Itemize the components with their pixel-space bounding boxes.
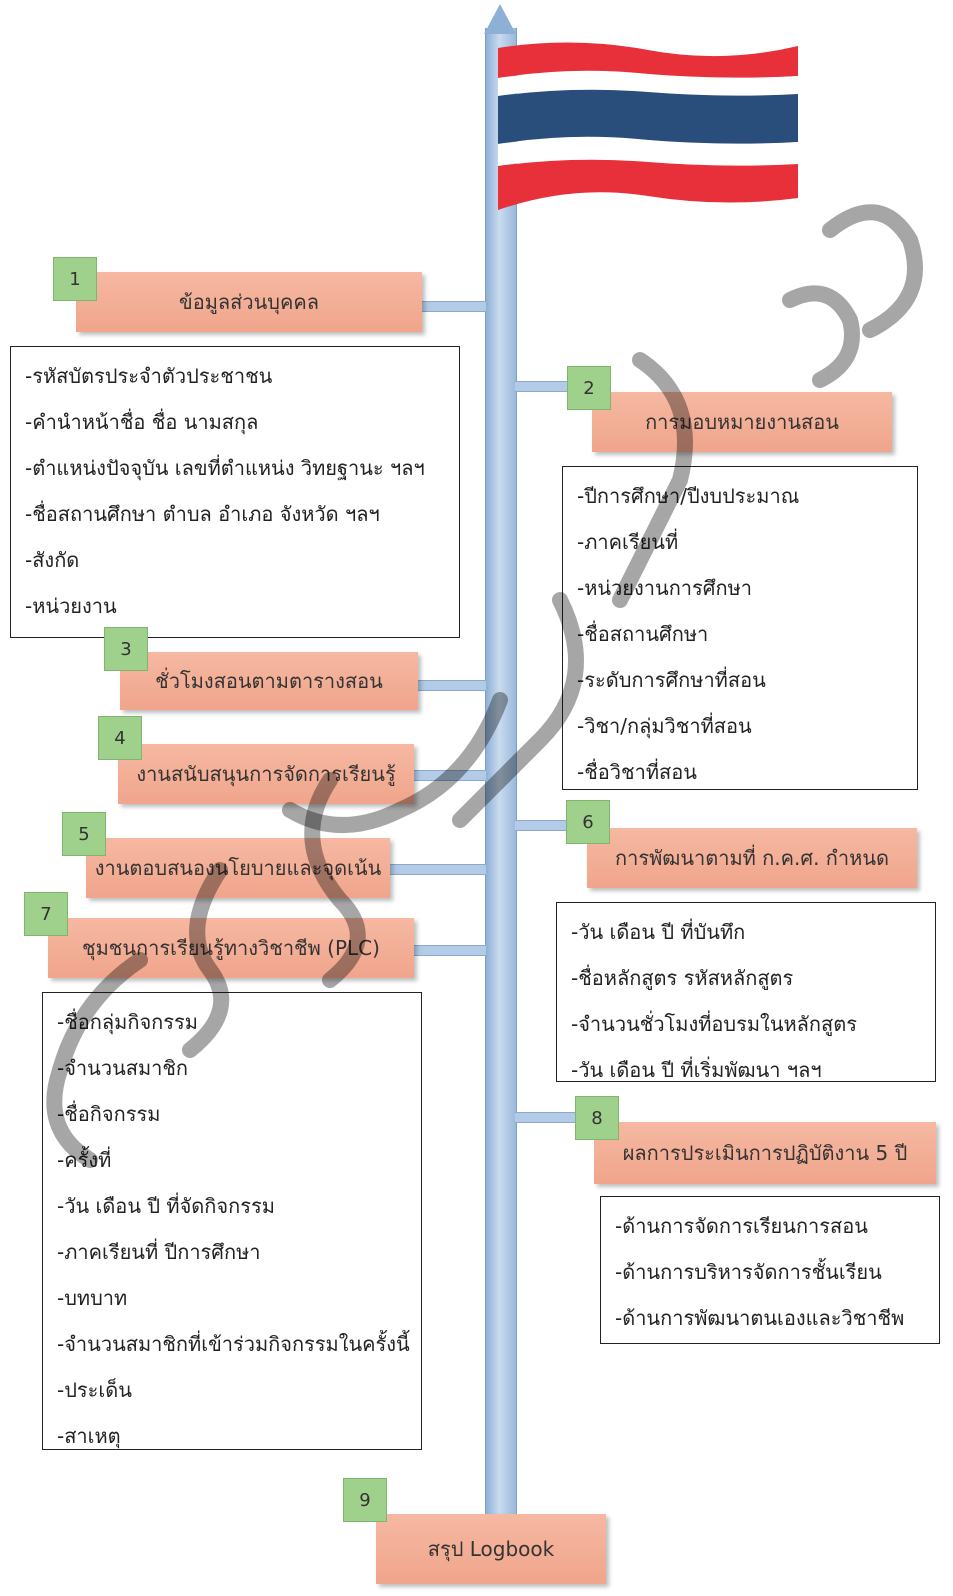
node-3-label: ชั่วโมงสอนตามตารางสอน <box>120 652 418 710</box>
branch-2 <box>515 381 567 392</box>
list-item: -หน่วยงานการศึกษา <box>577 576 752 600</box>
branch-6 <box>515 820 567 831</box>
list-item: -ชื่อสถานศึกษา ตำบล อำเภอ จังหวัด ฯลฯ <box>25 502 380 526</box>
node-3-title: ชั่วโมงสอนตามตารางสอน <box>155 669 383 693</box>
list-item: -ประเด็น <box>57 1378 132 1402</box>
node-9-number: 9 <box>343 1478 387 1522</box>
list-item: -ครั้งที่ <box>57 1148 112 1172</box>
branch-3 <box>418 680 486 691</box>
node-7-number: 7 <box>24 892 68 936</box>
node-5-number: 5 <box>62 812 106 856</box>
development-box: -วัน เดือน ปี ที่บันทึก -ชื่อหลักสูตร รห… <box>556 902 936 1082</box>
node-4-title: งานสนับสนุนการจัดการเรียนรู้ <box>136 762 396 786</box>
branch-8 <box>515 1112 575 1123</box>
node-6-number-text: 6 <box>582 811 594 833</box>
node-5-title: งานตอบสนองนโยบายและจุดเน้น <box>94 856 382 880</box>
list-item: -ตำแหน่งปัจจุบัน เลขที่ตำแหน่ง วิทยฐานะ … <box>25 456 425 480</box>
teaching-assignment-box: -ปีการศึกษา/ปีงบประมาณ -ภาคเรียนที่ -หน่… <box>562 466 918 790</box>
list-item: -จำนวนสมาชิก <box>57 1056 189 1080</box>
node-9-label: สรุป Logbook <box>376 1514 606 1584</box>
list-item: -ชื่อสถานศึกษา <box>577 622 709 646</box>
node-6-number: 6 <box>566 800 610 844</box>
node-9-number-text: 9 <box>359 1489 371 1511</box>
node-2-label: การมอบหมายงานสอน <box>592 392 892 452</box>
list-item: -รหัสบัตรประจำตัวประชาชน <box>25 364 273 388</box>
list-item: -จำนวนชั่วโมงที่อบรมในหลักสูตร <box>571 1012 857 1036</box>
list-item: -ด้านการบริหารจัดการชั้นเรียน <box>615 1260 882 1284</box>
list-item: -ชื่อกลุ่มกิจกรรม <box>57 1010 198 1034</box>
list-item: -ระดับการศึกษาที่สอน <box>577 668 766 692</box>
node-8-title: ผลการประเมินการปฏิบัติงาน 5 ปี <box>622 1141 908 1165</box>
node-2-number: 2 <box>567 366 611 410</box>
node-6-title: การพัฒนาตามที่ ก.ค.ศ. กำหนด <box>615 846 889 870</box>
node-5-number-text: 5 <box>78 823 90 845</box>
list-item: -ด้านการจัดการเรียนการสอน <box>615 1214 868 1238</box>
list-item: -จำนวนสมาชิกที่เข้าร่วมกิจกรรมในครั้งนี้ <box>57 1332 410 1356</box>
list-item: -วัน เดือน ปี ที่บันทึก <box>571 920 746 944</box>
list-item: -หน่วยงาน <box>25 594 117 618</box>
node-4-number: 4 <box>98 716 142 760</box>
list-item: -วัน เดือน ปี ที่จัดกิจกรรม <box>57 1194 275 1218</box>
list-item: -วัน เดือน ปี ที่เริ่มพัฒนา ฯลฯ <box>571 1058 822 1082</box>
node-7-label: ชุมชนการเรียนรู้ทางวิชาชีพ (PLC) <box>48 918 414 978</box>
list-item: -สังกัด <box>25 548 80 572</box>
node-8-label: ผลการประเมินการปฏิบัติงาน 5 ปี <box>594 1122 936 1184</box>
thai-flag-icon <box>498 38 798 218</box>
node-1-number-text: 1 <box>69 268 81 290</box>
node-8-number-text: 8 <box>591 1107 603 1129</box>
node-5-label: งานตอบสนองนโยบายและจุดเน้น <box>86 838 390 898</box>
node-1-label: ข้อมูลส่วนบุคคล <box>76 272 422 332</box>
list-item: -ชื่อกิจกรรม <box>57 1102 161 1126</box>
list-item: -วิชา/กลุ่มวิชาที่สอน <box>577 714 752 738</box>
branch-7 <box>414 945 486 956</box>
list-item: -สาเหตุ <box>57 1424 121 1448</box>
branch-4 <box>414 770 486 781</box>
list-item: -บทบาท <box>57 1286 128 1310</box>
node-9-title: สรุป Logbook <box>427 1537 555 1561</box>
list-item: -ชื่อวิชาที่สอน <box>577 760 697 784</box>
node-4-label: งานสนับสนุนการจัดการเรียนรู้ <box>118 744 414 804</box>
flag-pole <box>485 28 517 1556</box>
node-3-number-text: 3 <box>120 638 132 660</box>
node-7-number-text: 7 <box>40 903 52 925</box>
node-4-number-text: 4 <box>114 727 126 749</box>
list-item: -ปีการศึกษา/ปีงบประมาณ <box>577 484 800 508</box>
node-8-number: 8 <box>575 1096 619 1140</box>
node-1-title: ข้อมูลส่วนบุคคล <box>179 290 319 314</box>
branch-1 <box>422 301 486 312</box>
list-item: -ภาคเรียนที่ <box>577 530 679 554</box>
list-item: -คำนำหน้าชื่อ ชื่อ นามสกุล <box>25 410 259 434</box>
pole-arrow-tip <box>484 4 516 34</box>
list-item: -ภาคเรียนที่ ปีการศึกษา <box>57 1240 261 1264</box>
node-1-number: 1 <box>53 257 97 301</box>
list-item: -ด้านการพัฒนาตนเองและวิชาชีพ <box>615 1306 905 1330</box>
evaluation-box: -ด้านการจัดการเรียนการสอน -ด้านการบริหาร… <box>600 1196 940 1344</box>
node-2-title: การมอบหมายงานสอน <box>645 410 839 434</box>
personal-info-box: -รหัสบัตรประจำตัวประชาชน -คำนำหน้าชื่อ ช… <box>10 346 460 638</box>
list-item: -ชื่อหลักสูตร รหัสหลักสูตร <box>571 966 794 990</box>
node-6-label: การพัฒนาตามที่ ก.ค.ศ. กำหนด <box>587 828 917 888</box>
branch-5 <box>390 864 486 875</box>
plc-box: -ชื่อกลุ่มกิจกรรม -จำนวนสมาชิก -ชื่อกิจก… <box>42 992 422 1450</box>
node-3-number: 3 <box>104 627 148 671</box>
node-7-title: ชุมชนการเรียนรู้ทางวิชาชีพ (PLC) <box>82 936 380 960</box>
node-2-number-text: 2 <box>583 377 595 399</box>
